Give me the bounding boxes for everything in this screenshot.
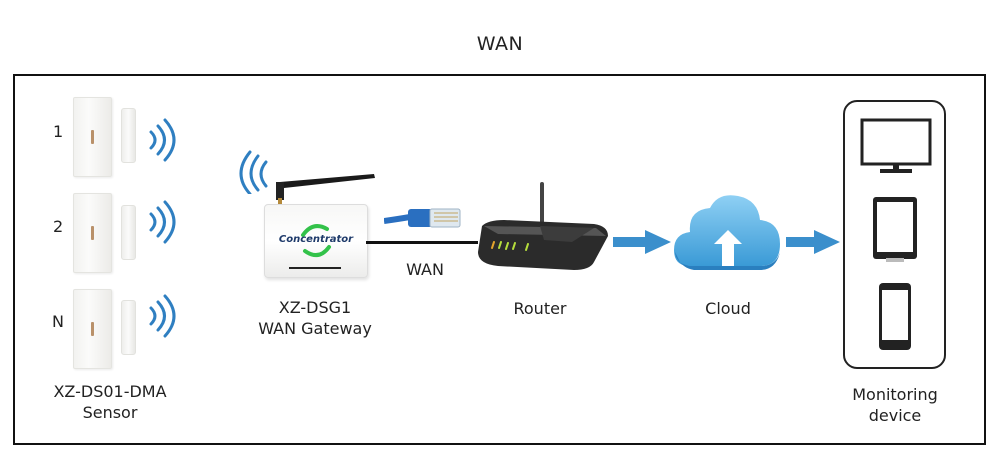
gateway-device: Concentrator — [264, 204, 368, 278]
sensor-led — [91, 130, 94, 144]
sensor-body — [73, 97, 112, 177]
gateway-caption-type: WAN Gateway — [258, 319, 372, 338]
wan-link-label: WAN — [406, 260, 444, 279]
sensor-body — [73, 193, 112, 273]
diagram-title: WAN — [476, 33, 524, 55]
arrow-right-icon — [786, 230, 840, 254]
sensor-led — [91, 226, 94, 240]
sensor-magnet — [121, 300, 136, 355]
gateway-slot — [289, 267, 341, 269]
sensor-led — [91, 322, 94, 336]
sensor-number: 1 — [53, 122, 64, 141]
sensor-number: 2 — [53, 217, 64, 236]
cloud-icon — [674, 195, 780, 270]
diagram-frame — [13, 74, 986, 445]
sensor-number: N — [52, 312, 64, 331]
wan-link-line — [366, 241, 478, 244]
arrow-right-icon — [613, 230, 671, 254]
logo-swirl-icon — [301, 224, 331, 258]
phone-icon — [879, 283, 911, 350]
sensor-caption-model: XZ-DS01-DMA — [53, 382, 167, 401]
wireless-signal-icon — [239, 150, 268, 194]
antenna-icon — [276, 174, 375, 206]
gateway-brand-text: Concentrator — [278, 234, 354, 245]
tablet-icon — [873, 197, 917, 262]
gateway-caption-model: XZ-DSG1 — [278, 298, 352, 317]
wireless-signal-icon — [149, 294, 176, 338]
sensor-magnet — [121, 205, 136, 260]
ethernet-cable-icon — [384, 208, 461, 228]
sensor-body — [73, 289, 112, 369]
wireless-signal-icon — [149, 118, 176, 162]
cloud-caption: Cloud — [705, 299, 751, 318]
monitoring-caption-line1: Monitoring — [852, 385, 938, 404]
monitoring-device-box — [843, 100, 946, 369]
monitor-icon — [860, 118, 932, 173]
router-caption: Router — [513, 299, 567, 318]
sensor-caption-type: Sensor — [82, 403, 138, 422]
monitoring-caption-line2: device — [868, 406, 922, 425]
sensor-magnet — [121, 108, 136, 163]
router-icon — [478, 182, 608, 270]
wireless-signal-icon — [149, 200, 176, 244]
